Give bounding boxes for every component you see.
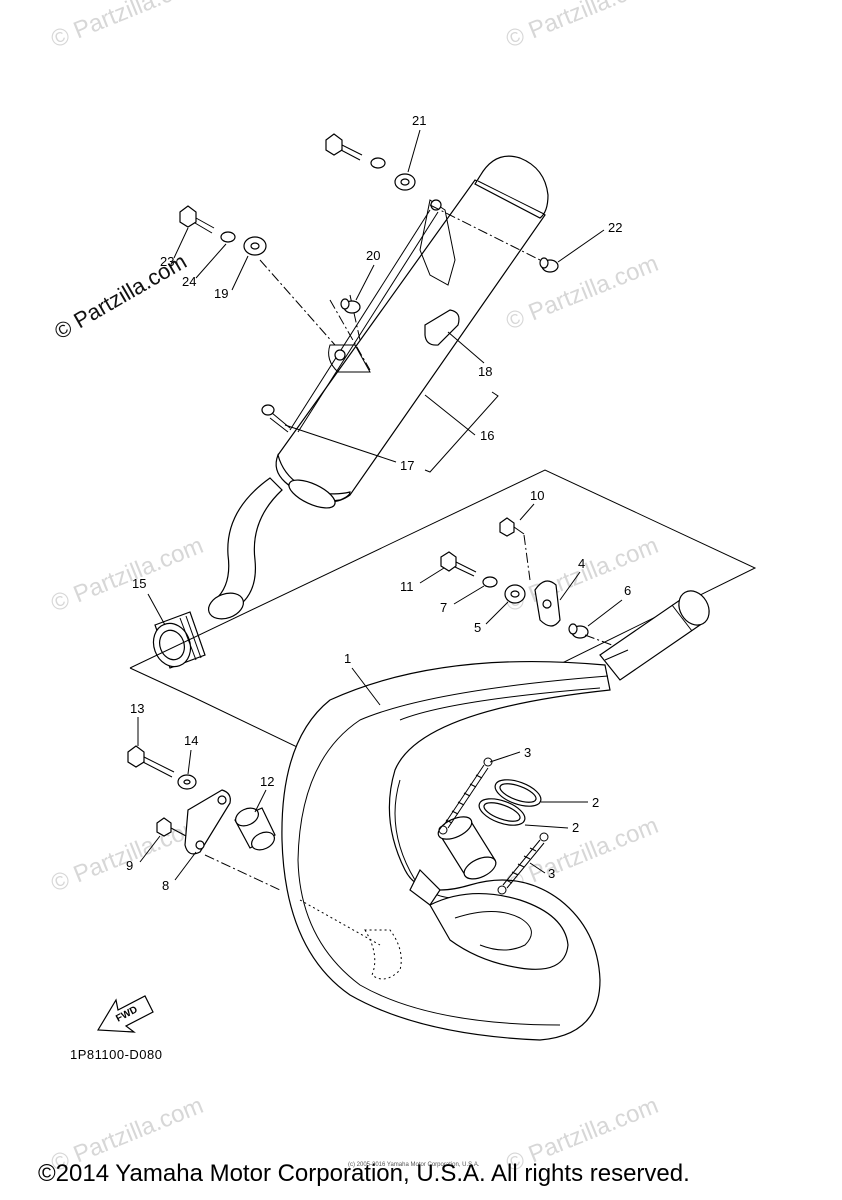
callout-3-lower: 3 (548, 866, 555, 881)
callout-1: 1 (344, 651, 351, 666)
bracket-hole (334, 349, 346, 361)
silencer-body (277, 179, 546, 503)
diagram-code: 1P81100-D080 (70, 1047, 163, 1062)
callout-11: 11 (400, 579, 414, 594)
header-bend (429, 893, 569, 970)
bolt-10 (499, 517, 525, 537)
spring-hook (409, 868, 441, 906)
callout-13: 13 (130, 701, 144, 716)
callout-5: 5 (474, 620, 481, 635)
callout-6: 6 (624, 583, 631, 598)
mount-line (329, 299, 371, 371)
callout-17: 17 (400, 458, 414, 473)
group-outline (129, 469, 757, 771)
callout-3-upper: 3 (524, 745, 531, 760)
gasket-2-upper (494, 779, 542, 807)
callout-16: 16 (480, 428, 494, 443)
spring-3-lower (497, 832, 549, 895)
exhaust-pipe (281, 590, 710, 1041)
watermark-text: © Partzilla.com (47, 532, 207, 618)
watermark-text: © Partzilla.com (47, 0, 207, 54)
silencer-assembly (152, 155, 551, 669)
bolt-13 (127, 745, 175, 778)
end-cap-seam (477, 180, 545, 215)
callout-2-upper: 2 (592, 795, 599, 810)
rear-mount-hardware (325, 133, 559, 314)
washer-24 (220, 231, 236, 243)
silencer-inlet-pipe (213, 477, 283, 606)
callout-7: 7 (440, 600, 447, 615)
bracket-rail (297, 211, 439, 433)
silencer-inlet-ring (288, 479, 336, 509)
silencer-joint-15 (152, 611, 206, 669)
copyright-notice: ©2014 Yamaha Motor Corporation, U.S.A. A… (38, 1160, 690, 1187)
watermark-text: © Partzilla.com (502, 250, 662, 336)
mount-line (429, 204, 551, 266)
washer-7 (482, 576, 498, 588)
callout-20: 20 (366, 248, 380, 263)
callout-24: 24 (182, 274, 196, 289)
washer-rear (370, 157, 386, 169)
watermark-text: © Partzilla.com (502, 0, 662, 54)
spring-3-upper (438, 757, 493, 835)
bolt-9 (156, 817, 187, 837)
mount-line (259, 259, 336, 346)
fine-print: (c) 2005-2016 Yamaha Motor Corporation, … (348, 1162, 480, 1168)
flange-bolt-23 (179, 205, 215, 234)
bolt-11 (440, 551, 477, 577)
watermark-text: © Partzilla.com (47, 812, 207, 898)
collar-22 (539, 257, 559, 273)
chamber-seam (297, 675, 609, 1026)
rear-mount-bracket (419, 199, 456, 286)
flange-bolt-rear (325, 133, 363, 161)
callout-19: 19 (214, 286, 228, 301)
fwd-arrow-icon: FWD (96, 995, 154, 1033)
bracket-rail (289, 209, 431, 431)
watermark-text: © Partzilla.com (502, 532, 662, 618)
callout-14: 14 (184, 733, 198, 748)
callouts: 1 2 2 3 3 4 5 6 7 8 9 10 11 (126, 113, 631, 893)
hidden-flange (364, 929, 402, 980)
bracket-8 (184, 789, 231, 855)
group-outline-edge (129, 667, 196, 699)
inlet-pipe-end (207, 592, 245, 620)
silencer-label-plate (424, 309, 460, 346)
collar-20 (340, 298, 361, 314)
front-mount-hardware (179, 205, 267, 256)
callout-2-lower: 2 (572, 820, 579, 835)
callout-22: 22 (608, 220, 622, 235)
callout-12: 12 (260, 774, 274, 789)
callout-21: 21 (412, 113, 426, 128)
callout-10: 10 (530, 488, 544, 503)
pipe-outlet-end (678, 590, 710, 626)
callout-18: 18 (478, 364, 492, 379)
bolt-17 (261, 404, 291, 433)
damper-12 (234, 807, 276, 851)
callout-23: 23 (160, 254, 174, 269)
callout-8: 8 (162, 878, 169, 893)
gasket-2-lower (478, 798, 526, 826)
callout-15: 15 (132, 576, 146, 591)
callout-9: 9 (126, 858, 133, 873)
collar-6 (568, 623, 589, 639)
front-bracket-hardware (127, 745, 281, 891)
pipe-bracket-hardware (440, 517, 621, 649)
callout-4: 4 (578, 556, 585, 571)
